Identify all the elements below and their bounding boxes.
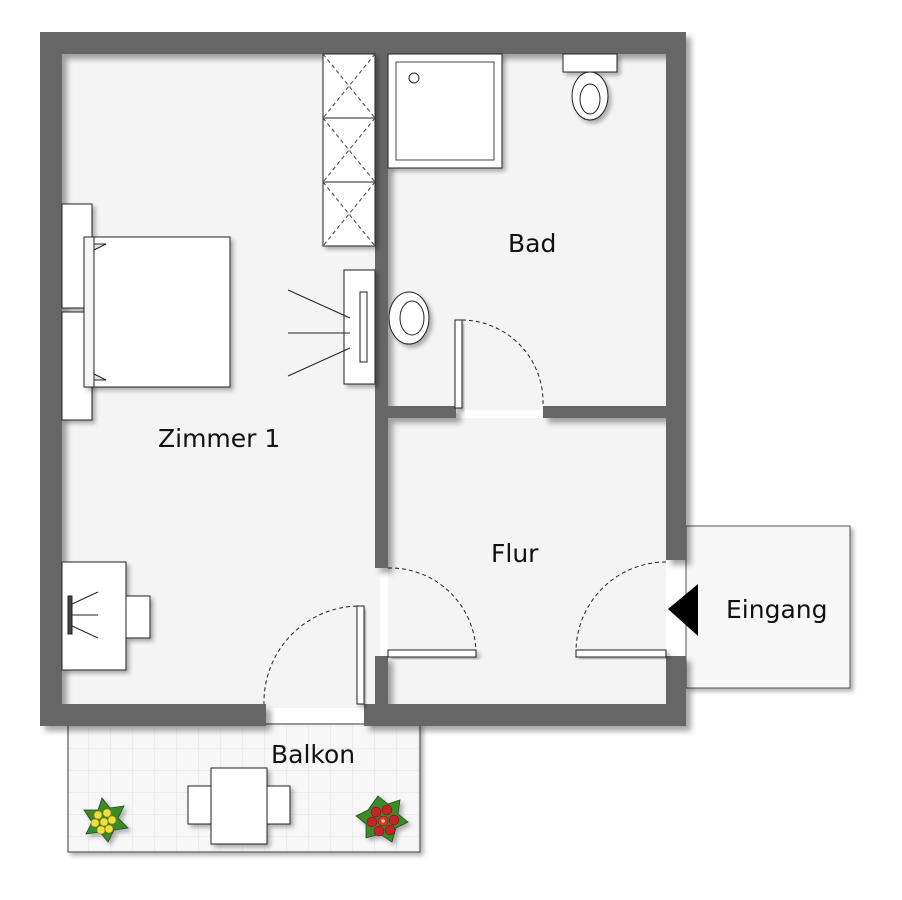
label-bad: Bad — [508, 229, 556, 258]
sink — [388, 291, 430, 345]
desk — [61, 561, 151, 671]
tv-stand — [287, 269, 376, 385]
entrance-arrow-icon — [668, 584, 698, 636]
flower-red-icon — [355, 795, 409, 843]
label-balkon: Balkon — [271, 740, 355, 769]
entrance-area — [685, 525, 851, 689]
doors — [263, 319, 667, 705]
toilet — [562, 53, 618, 121]
balcony-table — [187, 767, 291, 845]
bed — [61, 203, 231, 421]
label-eingang: Eingang — [726, 595, 828, 624]
wardrobe — [322, 53, 376, 247]
walls — [40, 32, 686, 726]
flower-yellow-icon — [83, 797, 129, 843]
shower — [387, 53, 503, 169]
label-zimmer-1: Zimmer 1 — [158, 424, 280, 453]
label-flur: Flur — [491, 539, 539, 568]
